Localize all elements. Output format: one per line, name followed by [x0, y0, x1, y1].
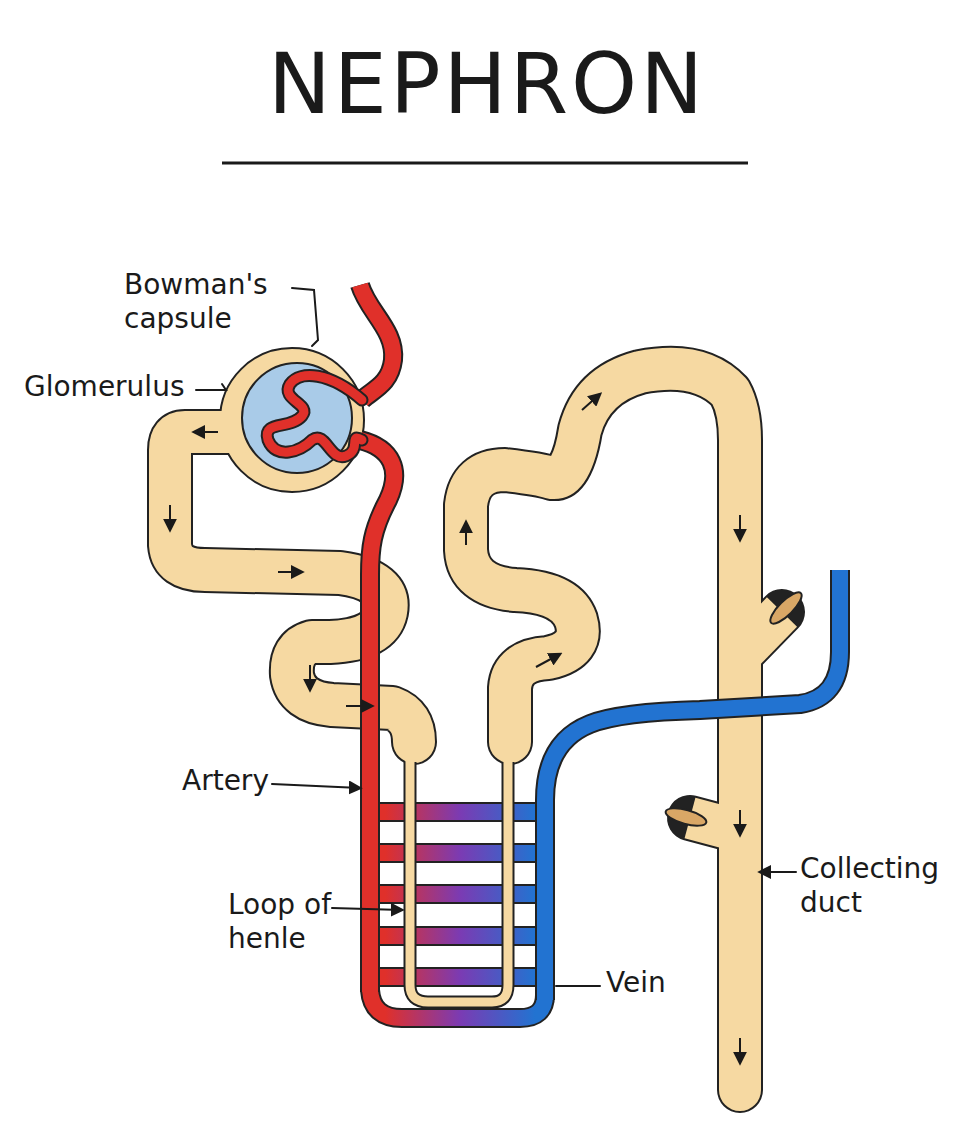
flow-arrow — [194, 431, 218, 433]
flow-arrow — [536, 654, 560, 667]
vein — [545, 570, 840, 1000]
duct-opening — [766, 588, 806, 628]
part-label: Loop of henle — [228, 888, 348, 955]
flow-arrow — [739, 1038, 741, 1063]
part-label: Collecting duct — [800, 852, 960, 919]
afferent-artery — [360, 285, 393, 400]
title-underline — [222, 162, 748, 165]
afferent-artery — [360, 285, 393, 400]
flow-arrow — [346, 705, 372, 707]
rung-fill — [370, 812, 545, 1018]
glomerulus-outline — [267, 376, 362, 457]
flow-arrow — [278, 571, 302, 573]
flow-arrow — [739, 810, 741, 835]
bowmans-capsule — [220, 348, 364, 492]
leader-line — [292, 288, 318, 346]
capillary-rungs — [370, 812, 545, 1018]
vein — [545, 570, 840, 1000]
flow-arrow — [309, 665, 311, 690]
flow-arrows — [170, 394, 740, 1063]
leader-line — [272, 784, 360, 788]
loop-outline — [410, 762, 508, 1002]
flow-arrow — [465, 522, 467, 545]
vessel-outline — [360, 285, 840, 1000]
tubule-fill — [170, 369, 740, 1090]
leader-lines — [196, 288, 796, 986]
duct-opening — [664, 805, 708, 829]
leader-line — [332, 908, 402, 910]
part-label: Artery — [182, 764, 302, 798]
leader-line — [760, 871, 796, 873]
rung-outline — [370, 812, 545, 1018]
glomerulus-capillary — [267, 376, 362, 457]
part-label: Vein — [606, 966, 716, 1000]
flow-arrow — [169, 505, 171, 530]
part-label: Bowman's capsule — [124, 268, 299, 335]
vessel-fill — [360, 285, 840, 1000]
flow-arrow — [739, 515, 741, 540]
diagram-title: NEPHRON — [0, 38, 974, 130]
leader-line — [196, 384, 226, 390]
part-label: Glomerulus — [24, 370, 224, 404]
flow-arrow — [582, 394, 600, 410]
loop-of-henle — [410, 760, 508, 1002]
leader-line — [556, 985, 600, 987]
